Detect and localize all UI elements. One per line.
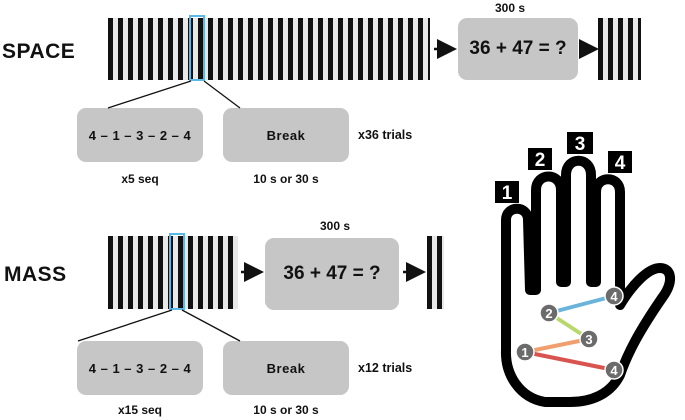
sequence-node-1: 1 [515,342,535,362]
svg-text:1: 1 [521,345,528,360]
sequence-node-2: 2 [539,303,559,323]
hand-outline [500,155,675,407]
svg-text:2: 2 [535,150,546,171]
svg-text:3: 3 [575,134,586,155]
svg-text:4: 4 [615,153,626,174]
space-repeat-label: x5 seq [121,172,159,186]
mass-highlight-block [169,233,185,310]
space-break-box: Break [223,108,349,162]
space-break-duration-label: 10 s or 30 s [253,172,319,186]
mass-break-duration-label: 10 s or 30 s [253,403,319,417]
mass-end-stripes [427,236,444,309]
finger-label-2: 2 [528,148,552,171]
mass-sequence-box: 4 – 1 – 3 – 2 – 4 [77,341,203,395]
mass-trials-label: x12 trials [358,361,413,375]
svg-text:1: 1 [502,183,513,204]
sequence-edge-3-1 [524,337,590,354]
space-zoom-line-right [203,80,241,109]
mass-zoom-line-left [77,309,173,342]
mass-stimulus-stripes [108,236,238,309]
mass-zoom-line-right [181,309,241,342]
sequence-edge-1-4 [524,350,615,372]
mass-repeat-label: x15 seq [117,403,163,417]
space-stimulus-stripes [108,18,430,80]
finger-label-4: 4 [608,151,632,174]
space-math-box: 36 + 47 = ? [458,18,578,80]
mass-duration-label: 300 s [319,219,351,233]
svg-text:3: 3 [585,332,592,347]
svg-text:4: 4 [610,289,618,304]
space-zoom-line-left [107,80,192,109]
mass-condition-label: MASS [4,263,67,286]
svg-text:2: 2 [545,306,552,321]
sequence-node-4-top: 4 [604,286,624,306]
space-condition-label: SPACE [2,40,76,63]
space-highlight-block [189,15,205,81]
sequence-edge-4-2 [548,294,615,315]
finger-label-1: 1 [495,181,519,204]
sequence-node-3: 3 [579,329,599,349]
space-sequence-box: 4 – 1 – 3 – 2 – 4 [77,108,203,162]
space-end-stripes [598,18,641,80]
svg-text:4: 4 [610,363,618,378]
mass-math-box: 36 + 47 = ? [265,238,399,310]
sequence-node-4-bottom: 4 [604,360,624,380]
space-trials-label: x36 trials [358,128,413,142]
finger-label-3: 3 [567,132,593,155]
space-duration-label: 300 s [494,1,526,15]
mass-break-box: Break [223,341,349,395]
